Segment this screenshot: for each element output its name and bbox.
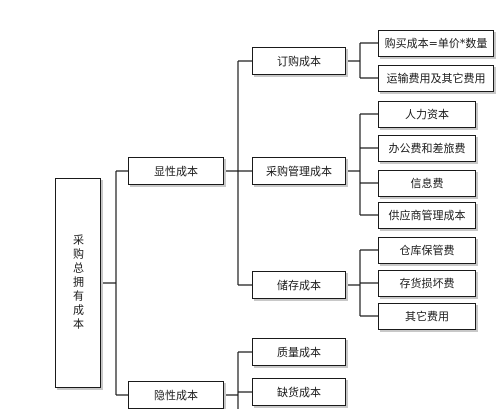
connector-explicit-trunk xyxy=(224,60,252,286)
transport-cost-node: 运输费用及其它费用 xyxy=(378,65,494,92)
connector-procurement-trunk xyxy=(346,113,378,216)
procurement-mgmt-cost-label: 采购管理成本 xyxy=(266,164,332,178)
implicit-cost-label: 隐性成本 xyxy=(154,388,198,402)
warehouse-fee-label: 仓库保管费 xyxy=(399,244,455,257)
other-fee-label: 其它费用 xyxy=(405,310,449,323)
storage-cost-label: 储存成本 xyxy=(277,278,321,292)
inventory-loss-fee-node: 存货损坏费 xyxy=(378,270,476,297)
purchase-cost-node: 购买成本=单价*数量 xyxy=(378,30,494,57)
order-cost-node: 订购成本 xyxy=(252,47,346,75)
root-label: 采购总拥有成本 xyxy=(71,234,85,332)
implicit-cost-node: 隐性成本 xyxy=(128,381,224,409)
connector-storage-trunk xyxy=(346,249,378,317)
supplier-mgmt-cost-node: 供应商管理成本 xyxy=(378,202,476,229)
office-travel-cost-node: 办公费和差旅费 xyxy=(378,135,476,162)
warehouse-fee-node: 仓库保管费 xyxy=(378,237,476,264)
other-fee-node: 其它费用 xyxy=(378,303,476,330)
explicit-cost-node: 显性成本 xyxy=(128,157,224,185)
hr-cost-node: 人力资本 xyxy=(378,101,476,128)
quality-cost-node: 质量成本 xyxy=(252,338,346,366)
transport-cost-label: 运输费用及其它费用 xyxy=(386,72,486,85)
purchase-cost-label: 购买成本=单价*数量 xyxy=(384,37,488,50)
connector-root-trunk xyxy=(100,170,128,396)
supplier-mgmt-cost-label: 供应商管理成本 xyxy=(388,209,466,222)
connector-order-trunk xyxy=(346,42,378,79)
office-travel-cost-label: 办公费和差旅费 xyxy=(388,142,466,155)
procurement-mgmt-cost-node: 采购管理成本 xyxy=(252,157,346,185)
explicit-cost-label: 显性成本 xyxy=(154,164,198,178)
info-cost-node: 信息费 xyxy=(378,170,476,197)
info-cost-label: 信息费 xyxy=(410,177,444,190)
quality-cost-label: 质量成本 xyxy=(277,345,321,359)
inventory-loss-fee-label: 存货损坏费 xyxy=(399,277,455,290)
hr-cost-label: 人力资本 xyxy=(405,108,449,121)
order-cost-label: 订购成本 xyxy=(277,54,321,68)
connector-implicit-trunk xyxy=(224,351,252,409)
shortage-cost-node: 缺货成本 xyxy=(252,378,346,406)
shortage-cost-label: 缺货成本 xyxy=(277,385,321,399)
storage-cost-node: 储存成本 xyxy=(252,271,346,299)
root-node: 采购总拥有成本 xyxy=(55,178,101,388)
